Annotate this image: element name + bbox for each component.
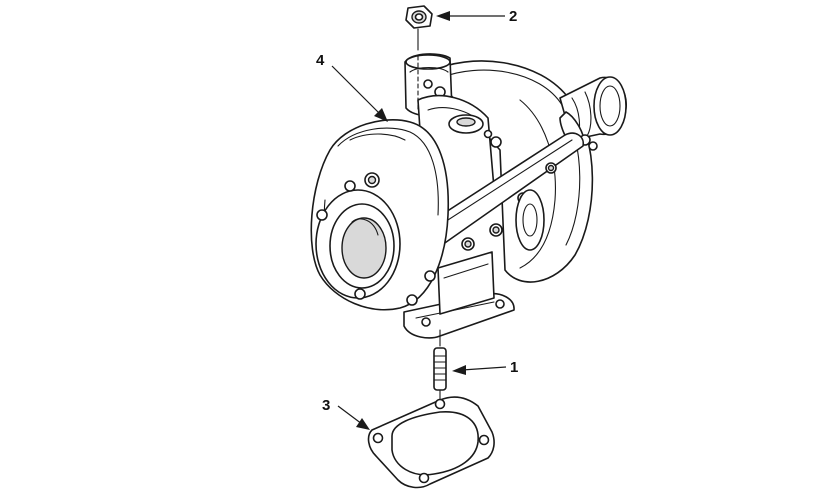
callout-1-label: 1 [510,359,518,376]
callout-3-label: 3 [322,397,330,414]
nut [405,5,433,111]
callout-1: 1 [452,359,518,376]
callout-4-label: 4 [316,52,325,69]
callout-2: 2 [436,8,517,25]
callout-3: 3 [322,397,370,430]
gasket [367,396,495,489]
callout-4: 4 [316,52,388,122]
turbocharger-assembly [310,53,627,339]
callout-2-label: 2 [509,8,517,25]
